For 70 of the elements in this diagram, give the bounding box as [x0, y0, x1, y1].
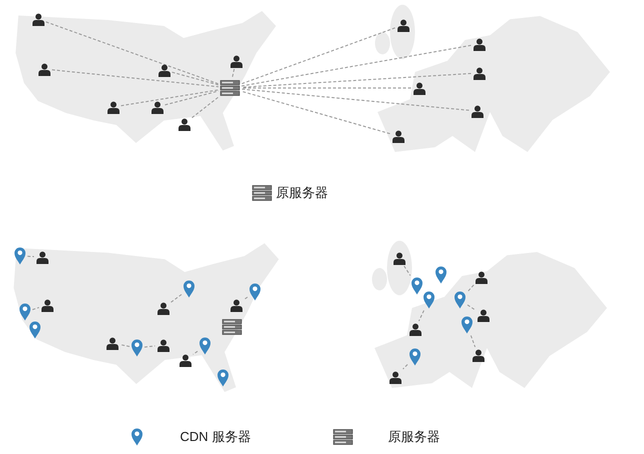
- person-icon: [472, 38, 486, 50]
- dashed-line: [164, 90, 219, 106]
- dashed-line: [192, 350, 198, 355]
- dashed-line: [120, 89, 219, 106]
- person-icon: [230, 298, 242, 312]
- location-pin-icon: [29, 321, 41, 339]
- dashed-line: [32, 307, 40, 310]
- dashed-line: [470, 335, 476, 348]
- dashed-line: [192, 96, 219, 118]
- location-pin-icon: [183, 280, 195, 298]
- dashed-line: [241, 90, 390, 134]
- legend-label: CDN 服务器: [180, 429, 251, 445]
- dashed-line: [170, 294, 182, 303]
- dashed-line: [120, 344, 130, 347]
- person-icon: [36, 250, 48, 264]
- server-icon: [220, 80, 240, 96]
- person-icon: [396, 18, 410, 32]
- location-pin-icon: [435, 266, 447, 284]
- dashed-line: [172, 72, 219, 86]
- location-pin-icon: [454, 291, 466, 309]
- person-icon: [392, 252, 406, 264]
- location-pin-icon: [19, 303, 31, 321]
- dashed-line: [241, 88, 470, 111]
- person-icon: [106, 336, 118, 350]
- location-pin-icon: [217, 369, 229, 387]
- location-pin-icon: [199, 337, 211, 355]
- person-icon: [156, 338, 170, 352]
- person-icon: [474, 270, 488, 284]
- person-icon: [178, 354, 192, 366]
- legend-label: 原服务器: [388, 429, 440, 445]
- dashed-line: [467, 284, 474, 292]
- legend-label: 原服务器: [276, 185, 328, 201]
- dashed-line: [418, 310, 424, 322]
- location-pin-icon: [131, 339, 143, 357]
- dashed-line: [241, 44, 472, 86]
- location-pin-icon: [409, 348, 421, 366]
- person-icon: [392, 130, 404, 142]
- location-pin-icon: [423, 291, 435, 309]
- person-icon: [38, 62, 50, 76]
- location-pin-icon: [249, 283, 261, 301]
- dashed-line: [232, 68, 235, 79]
- person-icon: [472, 348, 484, 362]
- dashed-line: [402, 364, 408, 370]
- person-icon: [150, 100, 164, 114]
- dashed-line: [404, 266, 411, 276]
- dashed-line: [467, 304, 476, 310]
- person-icon: [178, 118, 190, 130]
- person-icon: [476, 308, 490, 322]
- person-icon: [230, 54, 242, 68]
- dashed-line: [241, 27, 396, 84]
- dashed-line: [244, 296, 248, 300]
- dashed-line: [27, 256, 34, 258]
- person-icon: [156, 302, 170, 314]
- dashed-line: [144, 345, 156, 348]
- location-pin-icon: [14, 247, 26, 265]
- person-icon: [472, 66, 486, 80]
- person-icon: [32, 12, 44, 26]
- person-icon: [412, 82, 426, 94]
- location-pin-icon: [461, 316, 473, 334]
- person-icon: [158, 64, 170, 76]
- person-icon: [106, 100, 120, 114]
- dashed-line: [52, 69, 219, 88]
- server-icon: [222, 319, 242, 335]
- person-icon: [388, 370, 402, 384]
- dashed-line: [46, 21, 219, 84]
- person-icon: [40, 298, 54, 312]
- location-pin-icon: [411, 277, 423, 295]
- person-icon: [470, 104, 484, 118]
- dashed-line: [241, 73, 472, 88]
- person-icon: [408, 322, 422, 336]
